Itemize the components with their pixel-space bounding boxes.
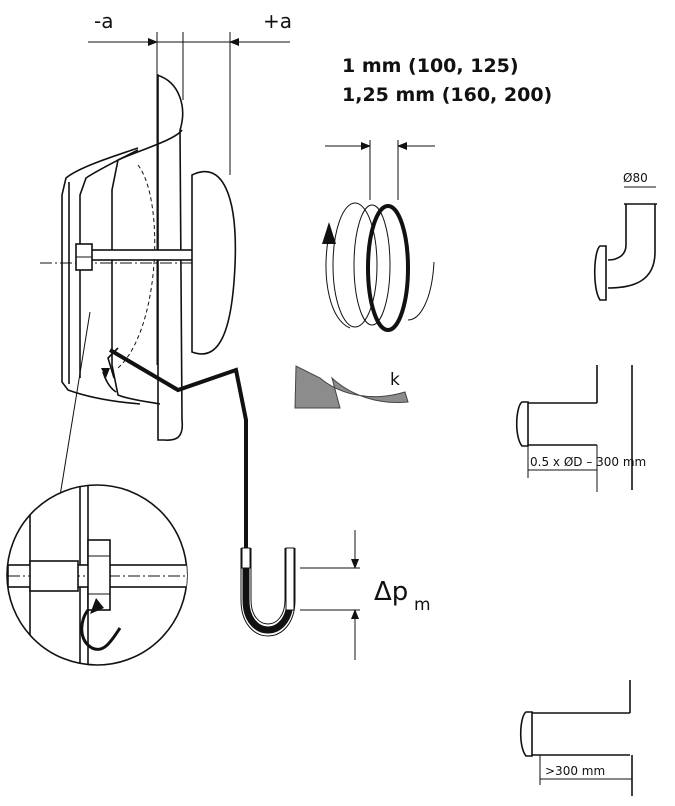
u-tube-inner xyxy=(250,548,286,625)
pressure-tube xyxy=(108,348,296,637)
u-tube-fluid xyxy=(242,548,294,634)
rotation-spiral xyxy=(322,140,435,332)
minus-a-label: -a xyxy=(94,9,113,33)
detail-leader xyxy=(59,311,91,497)
detail-zoom xyxy=(6,311,188,666)
hand-turn-icon xyxy=(80,609,122,651)
spec-line-2: 1,25 mm (160, 200) xyxy=(342,84,552,106)
half-d-distance-label: 0.5 x ØD – 300 mm xyxy=(530,455,646,469)
delta-p-subscript: m xyxy=(414,595,431,615)
long-duct-valve xyxy=(519,711,533,757)
over-300-label: >300 mm xyxy=(545,764,605,778)
k-label: k xyxy=(390,370,400,390)
duct-collar-outer xyxy=(61,147,141,405)
probe-arrow-head xyxy=(101,368,110,378)
diameter-80-label: Ø80 xyxy=(623,171,648,185)
spiral-loop-1 xyxy=(332,202,378,328)
curved-arrow-icon xyxy=(322,222,336,244)
flow-arrow-icon xyxy=(294,365,409,409)
elbow-installation: Ø80 xyxy=(593,171,657,301)
plus-a-label: +a xyxy=(263,9,292,33)
spiral-tail xyxy=(407,261,435,321)
valve-body xyxy=(111,129,183,405)
offset-dimension: -a +a xyxy=(88,9,292,365)
k-flow-arrow: k xyxy=(294,365,409,409)
spiral-loop-2 xyxy=(353,204,391,326)
spindle xyxy=(83,249,195,261)
elbow-valve xyxy=(593,245,607,301)
elbow-inner xyxy=(607,204,627,261)
valve-side-view xyxy=(40,74,237,441)
spiral-back-arc xyxy=(325,239,351,329)
valve-disc xyxy=(191,170,237,355)
pressure-difference-dimension: Δp m xyxy=(300,530,431,660)
tube-line xyxy=(108,348,248,550)
probe-arrow xyxy=(102,371,117,393)
straight-duct-long: >300 mm xyxy=(519,680,633,796)
inner-cone-dashed xyxy=(117,164,156,369)
hand-turn-arrowhead xyxy=(90,598,104,614)
u-tube-top-left xyxy=(241,547,251,569)
detail-nut xyxy=(87,539,111,611)
short-duct-valve xyxy=(515,401,529,447)
spec-line-1: 1 mm (100, 125) xyxy=(342,55,519,77)
detail-sleeve xyxy=(29,560,79,592)
duct-collar-inner xyxy=(79,149,139,378)
spiral-loop-3 xyxy=(366,204,410,332)
u-tube-top-right xyxy=(285,547,295,611)
elbow-outer xyxy=(607,204,656,289)
straight-duct-short: 0.5 x ØD – 300 mm xyxy=(515,365,646,492)
delta-p-label: Δp xyxy=(374,577,408,607)
